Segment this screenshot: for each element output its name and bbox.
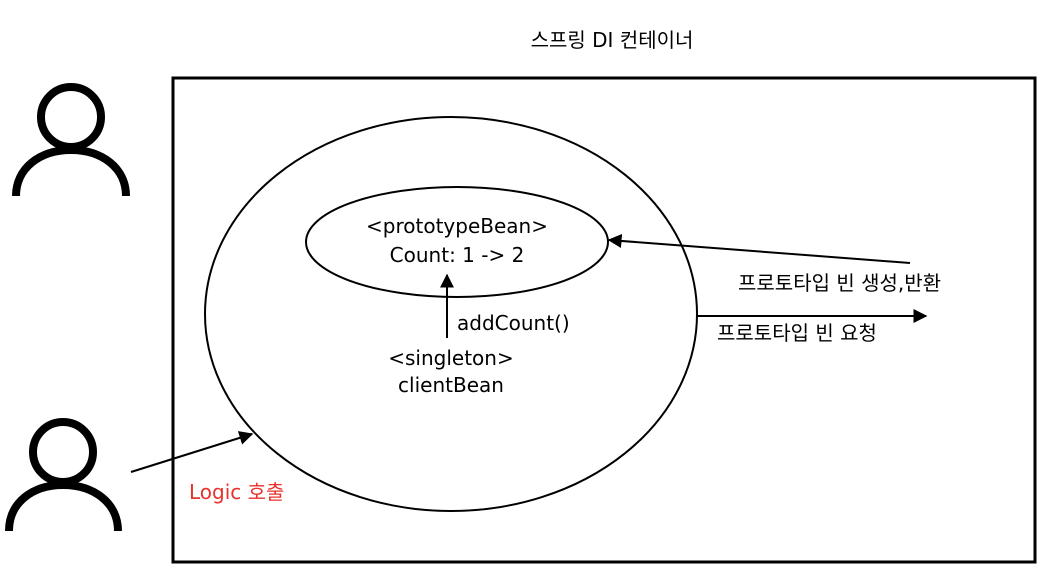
- prototype-bean-ellipse: [305, 186, 609, 298]
- create-return-arrow: [607, 233, 911, 264]
- logic-call-arrow: [130, 431, 254, 473]
- add-count-label: addCount(): [457, 311, 570, 335]
- client-bean-stereotype: <singleton>: [388, 346, 513, 370]
- prototype-bean-name: <prototypeBean>: [366, 214, 548, 238]
- prototype-bean-count: Count: 1 -> 2: [390, 243, 525, 267]
- user-icon: [5, 418, 122, 532]
- container-box: [171, 76, 1037, 564]
- client-bean-name: clientBean: [398, 373, 504, 397]
- diagram-title: 스프링 DI 컨테이너: [531, 28, 694, 52]
- request-label: 프로토타입 빈 요청: [717, 321, 877, 345]
- user-icon: [12, 83, 130, 197]
- outer-ellipse: [204, 116, 698, 512]
- create-return-label: 프로토타입 빈 생성,반환: [738, 271, 941, 295]
- logic-call-label: Logic 호출: [189, 480, 284, 504]
